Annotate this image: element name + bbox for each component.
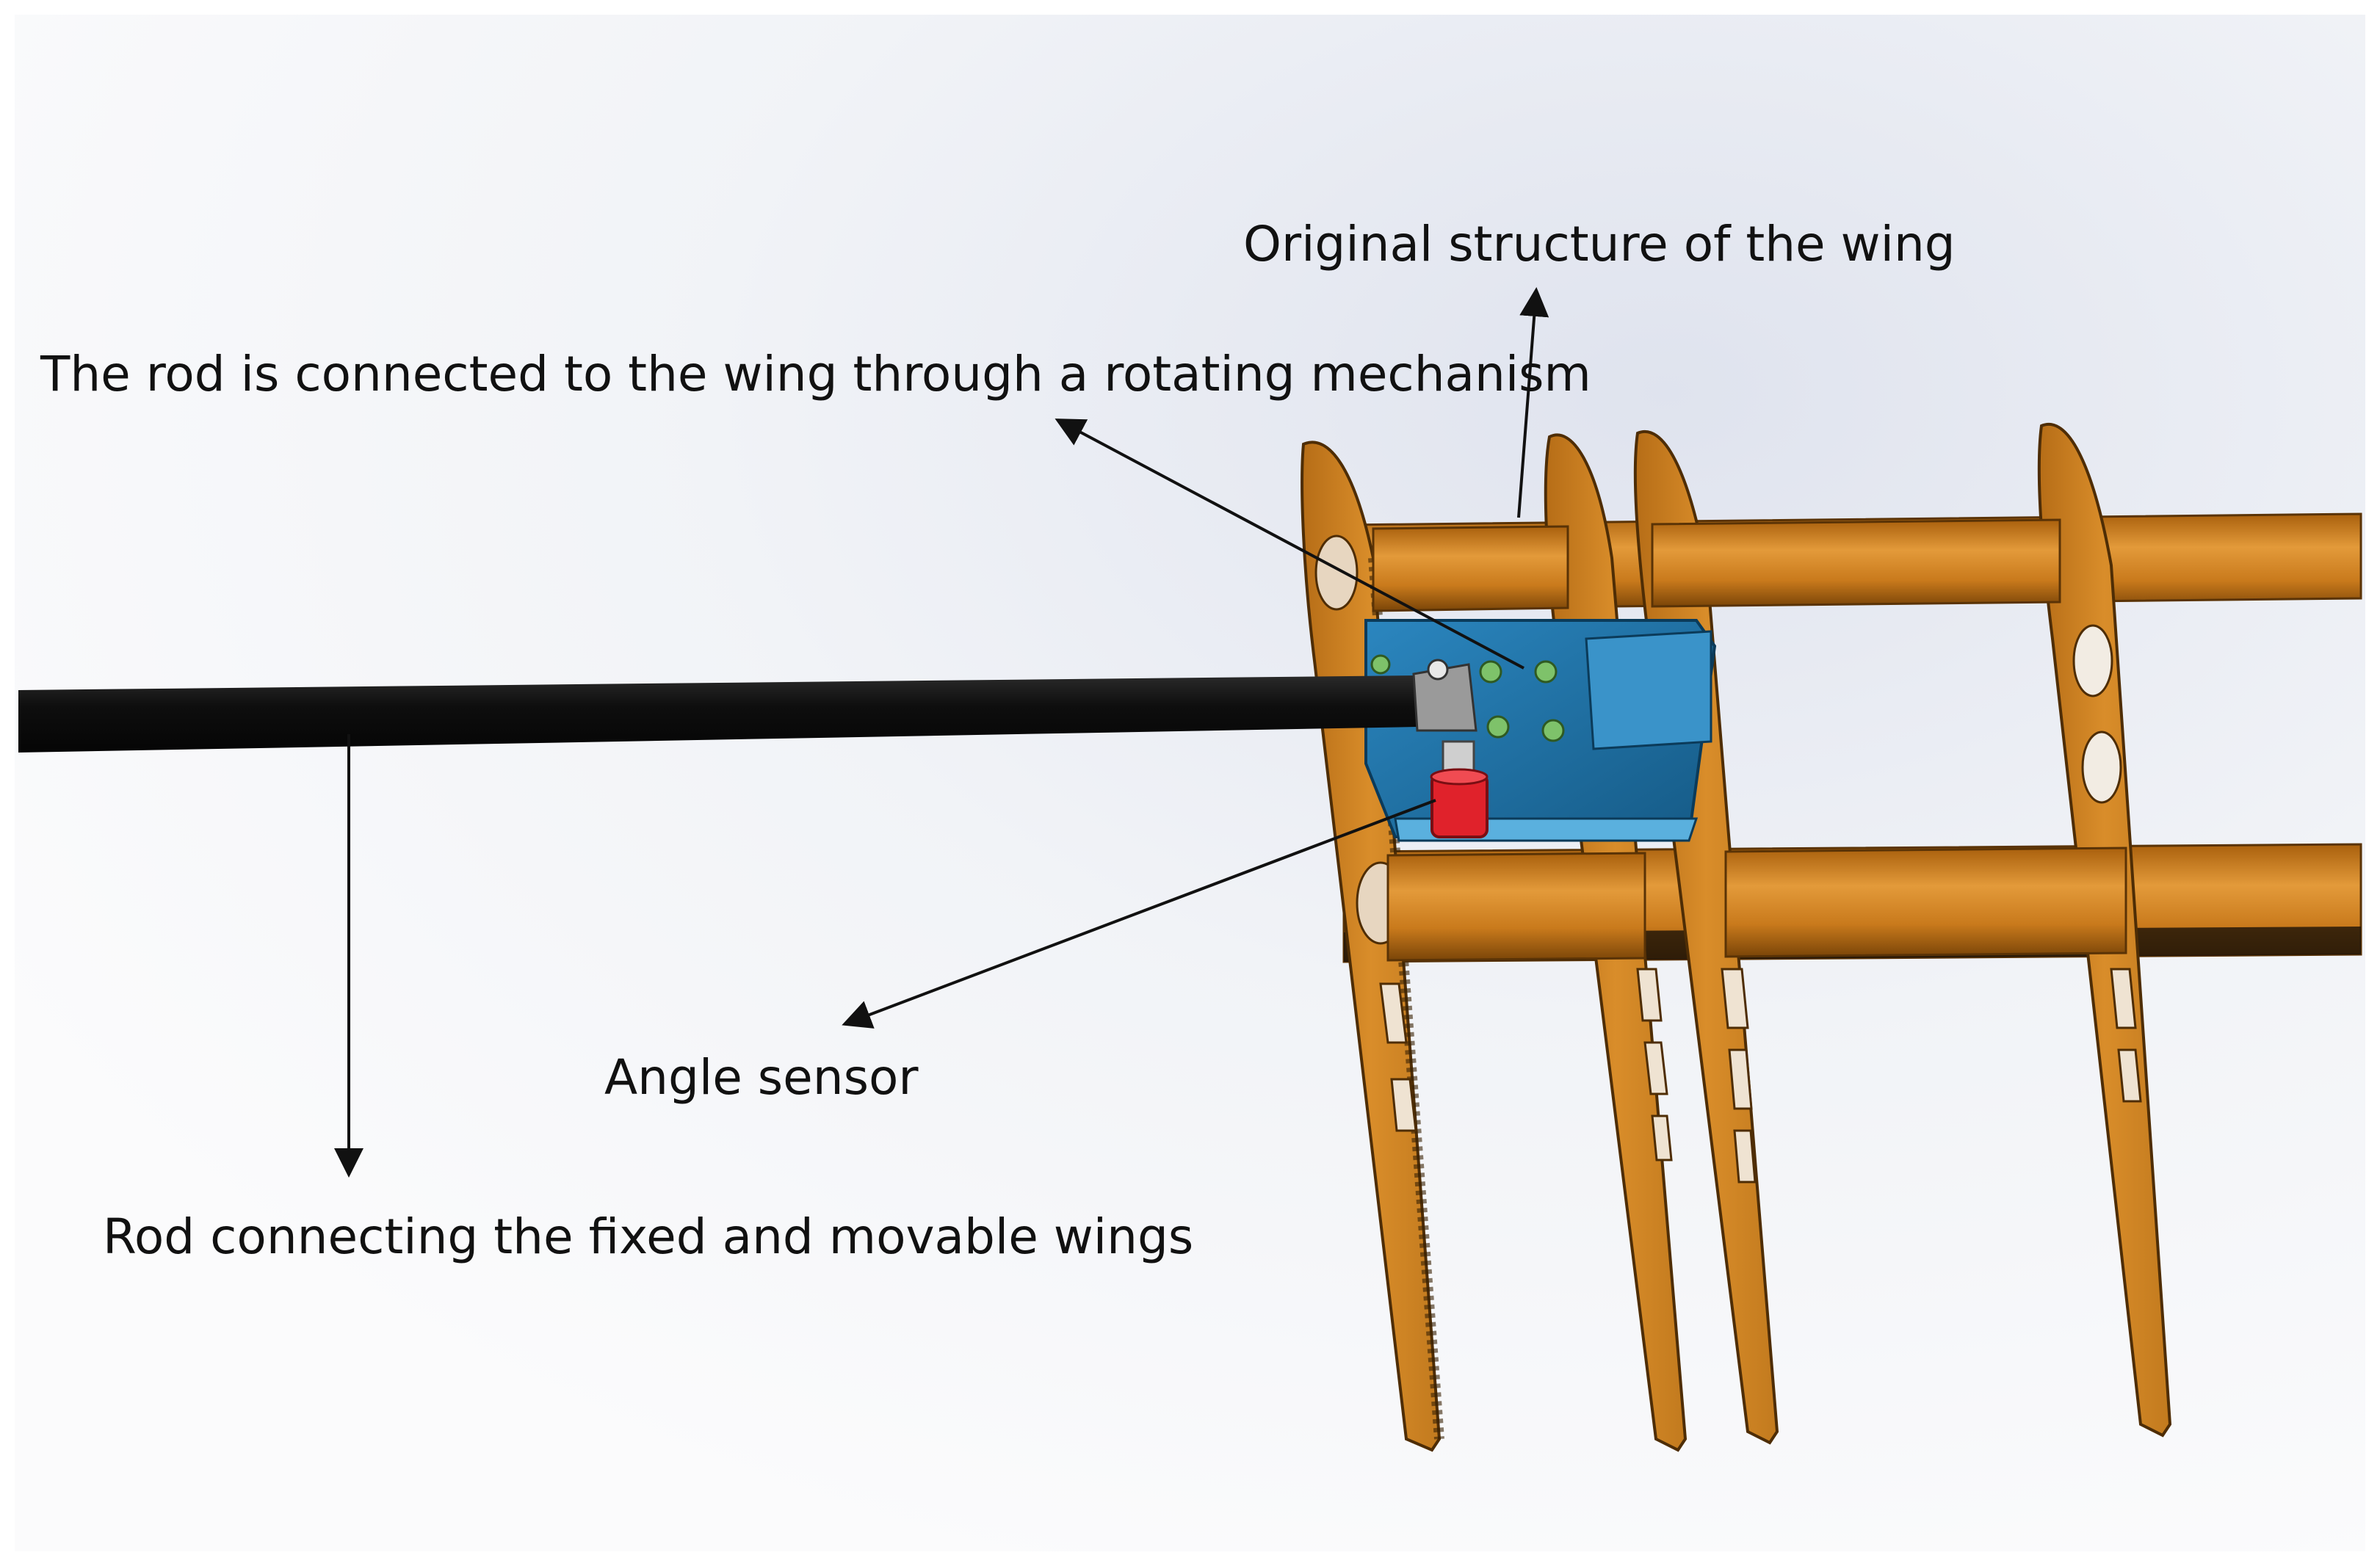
rib-4-hole-1 — [2072, 624, 2113, 697]
rib-4-hole-2 — [2081, 731, 2122, 804]
arrow-original-structure — [1517, 287, 1549, 518]
label-original-structure: Original structure of the wing — [1243, 216, 1956, 272]
mechanism-bolt — [1479, 660, 1502, 684]
upper-spar-front-segment — [1372, 525, 1569, 612]
rod-end-joint — [1412, 663, 1477, 732]
label-connecting-rod: Rod connecting the fixed and movable win… — [103, 1208, 1193, 1265]
upper-spar-mid-segment — [1651, 518, 2061, 608]
annotation-arrows — [334, 287, 1549, 1178]
label-rotating-mechanism: The rod is connected to the wing through… — [40, 346, 1591, 402]
mechanism-bolt — [1486, 715, 1510, 739]
mechanism-bolt — [1534, 660, 1558, 684]
connecting-rod — [18, 659, 1477, 753]
arrow-rotating-mechanism — [1055, 418, 1524, 670]
lower-spar-mid-segment — [1724, 847, 2127, 958]
angle-sensor-component — [1430, 740, 1489, 838]
rod-joint-pin — [1427, 659, 1449, 681]
rib-1-hole-upper — [1314, 534, 1359, 611]
arrow-angle-sensor — [842, 799, 1436, 1029]
mechanism-bolt — [1541, 719, 1565, 742]
mechanism-bolt — [1370, 654, 1391, 675]
lower-spar-front-segment — [1386, 852, 1646, 962]
label-angle-sensor: Angle sensor — [604, 1049, 919, 1106]
